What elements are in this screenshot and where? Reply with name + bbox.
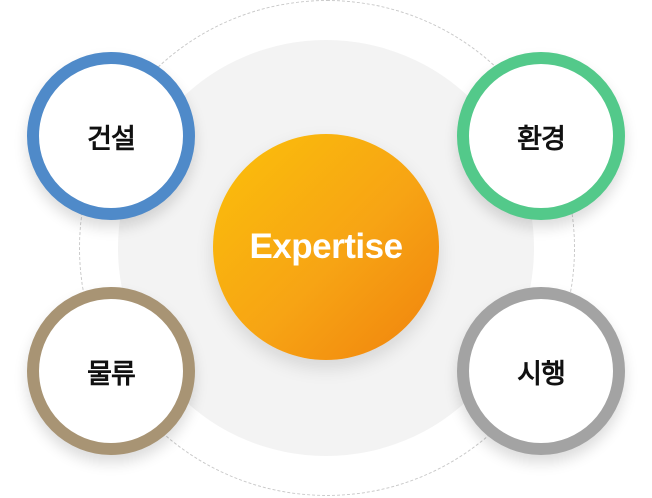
node-label-enforcement: 시행 (517, 358, 566, 390)
node-environment: 환경 (457, 52, 625, 220)
node-enforcement: 시행 (457, 287, 625, 455)
center-circle: Expertise (213, 134, 439, 360)
node-label-environment: 환경 (517, 123, 566, 155)
node-construction: 건설 (27, 52, 195, 220)
center-label: Expertise (249, 227, 403, 266)
node-logistics: 물류 (27, 287, 195, 455)
outer-dashed-ring (79, 0, 575, 496)
node-label-logistics: 물류 (87, 358, 136, 390)
node-label-construction: 건설 (87, 123, 136, 155)
